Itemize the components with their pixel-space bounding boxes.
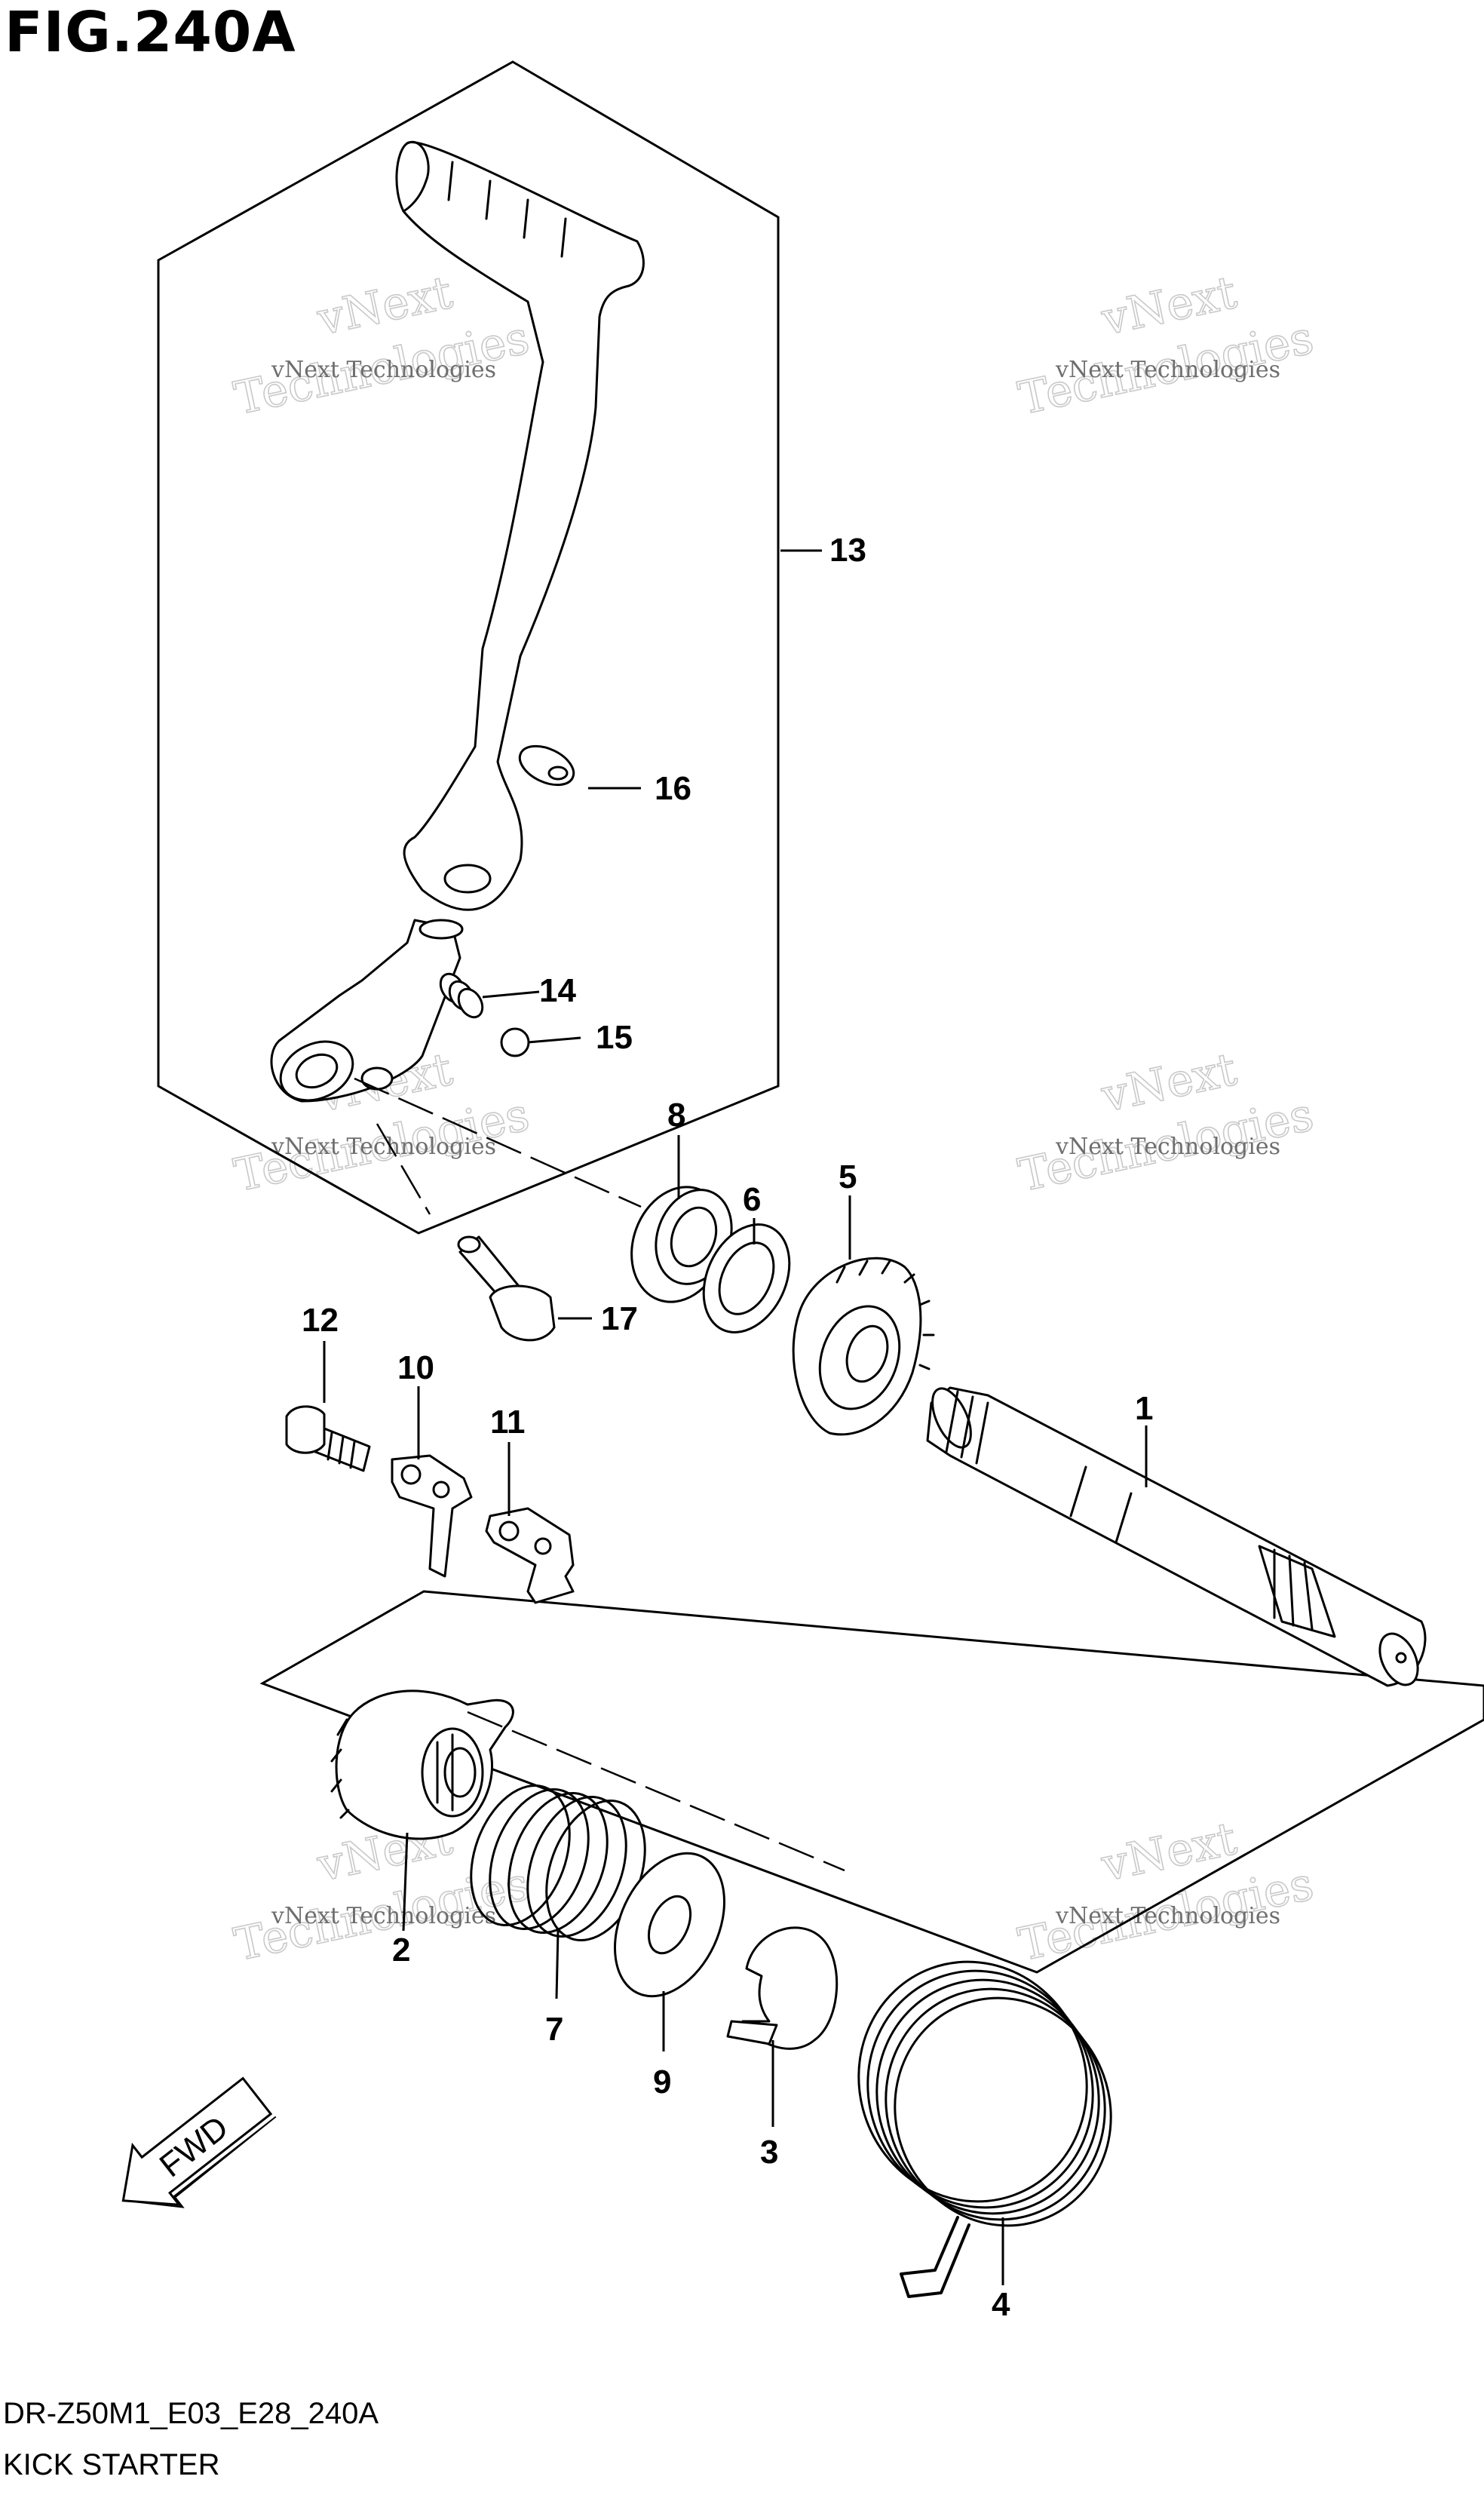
kick-guide [391,1454,473,1578]
callout-9: 9 [653,2064,671,2100]
guide-plate [485,1507,575,1604]
watermark-top-right: vNext Technologies vNext Technologies [1013,265,1319,426]
return-spring [857,1960,1112,2298]
watermark-small: vNext Technologies [271,357,496,383]
callout-14: 14 [539,972,576,1009]
lever-bolt [457,1235,556,1342]
dashed-axis-lines [354,1077,845,1872]
callout-17: 17 [601,1300,638,1337]
kick-lever-boss [270,919,464,1103]
spring-washer [613,1852,726,1998]
figure-code: DR-Z50M1_E03_E28_240A [3,2397,379,2430]
callout-11: 11 [490,1404,526,1441]
callout-5: 5 [839,1158,857,1195]
callout-1: 1 [1135,1390,1153,1427]
callout-3: 3 [760,2134,778,2171]
callout-7: 7 [545,2011,563,2048]
lower-assembly-outline [259,1590,1484,1974]
watermark-bottom-right: vNext Technologies vNext Technologies [1013,1812,1319,1972]
callout-8: 8 [667,1097,685,1134]
spring-guide [726,1926,839,2050]
watermark-small: vNext Technologies [1055,357,1280,383]
callout-15: 15 [596,1019,633,1056]
leader-lines [323,549,1148,2285]
guide-screw [285,1405,371,1472]
callout-2: 2 [392,1932,410,1969]
kick-starter-shaft [926,1386,1427,1687]
callout-12: 12 [302,1302,339,1339]
callout-4: 4 [992,2286,1010,2323]
watermark-small: vNext Technologies [271,1903,496,1929]
callout-labels: 1 2 3 4 5 6 7 8 9 10 11 12 13 14 15 16 1… [302,532,1153,2323]
fwd-arrow: FWD [121,2076,277,2208]
watermark-small: vNext Technologies [1055,1903,1280,1929]
watermark-small: vNext Technologies [1055,1134,1280,1160]
watermark-top-left: vNext Technologies vNext Technologies [229,265,535,426]
ball-spring [439,972,484,1019]
watermark-small: vNext Technologies [271,1134,496,1160]
figure-title: FIG.240A [5,0,296,65]
kick-lever-assembly-outline [157,60,780,1235]
kick-ratchet [330,1689,514,1840]
ratchet-spring [470,1784,646,1942]
watermark-mid-right: vNext Technologies vNext Technologies [1013,1042,1319,1203]
steel-ball [500,1027,530,1057]
callout-13: 13 [829,532,866,569]
kick-drive-gear [792,1257,935,1436]
figure-name: KICK STARTER [3,2448,220,2481]
lever-clip [518,744,575,787]
callout-16: 16 [655,770,691,807]
callout-6: 6 [743,1181,761,1218]
kick-starter-lever [395,140,645,911]
thrust-washer [702,1223,791,1333]
callout-10: 10 [397,1349,434,1386]
